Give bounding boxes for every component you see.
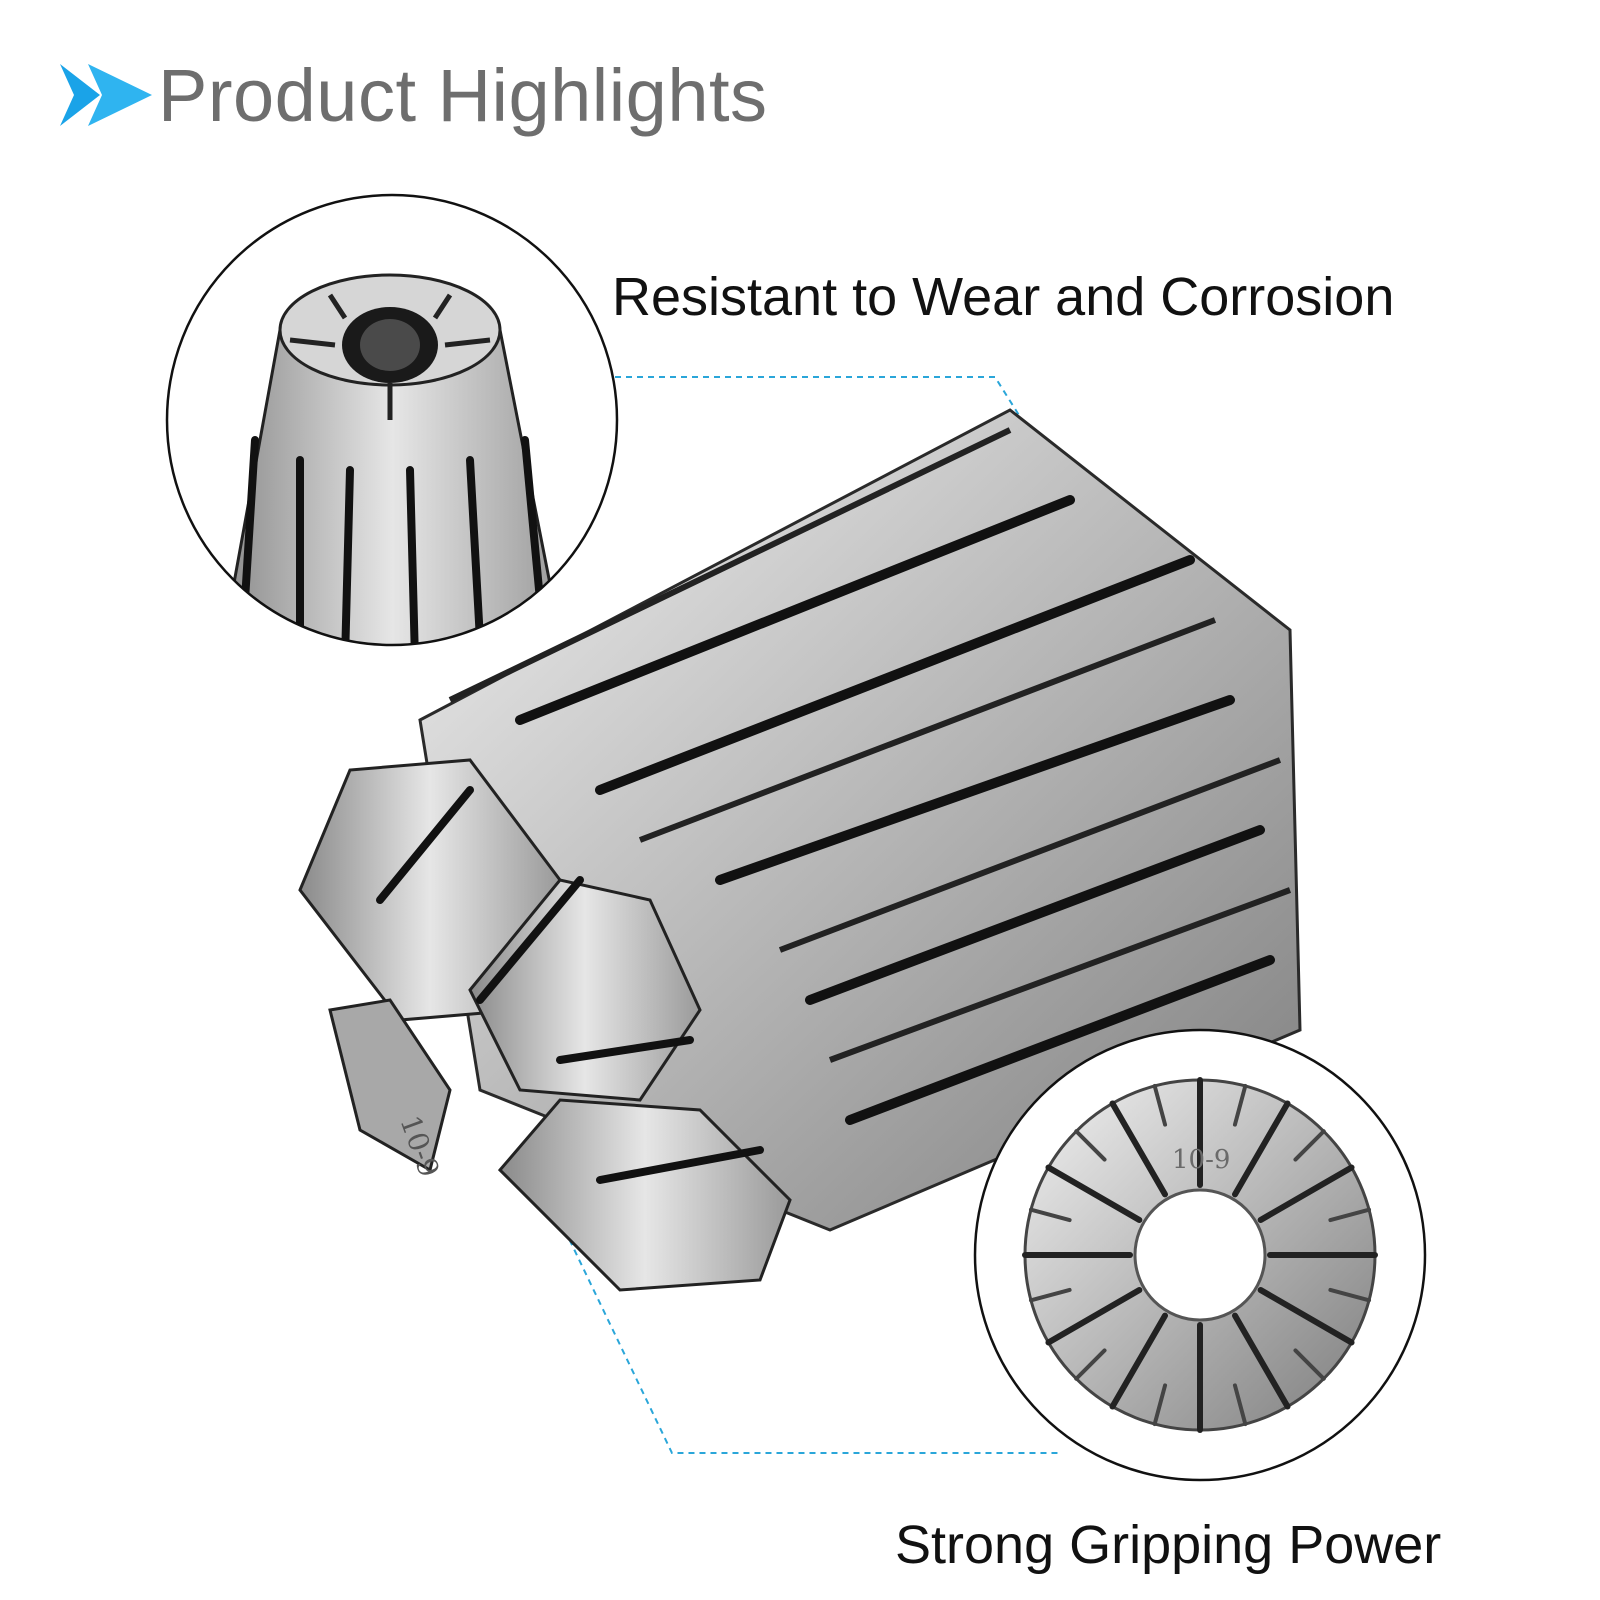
- callout-line-top: [615, 376, 1023, 421]
- detail-circle-bottom: 10-9: [973, 1028, 1427, 1482]
- collet-marking-detail: 10-9: [1172, 1145, 1230, 1175]
- feature-label-gripping-power: Strong Gripping Power: [895, 1515, 1442, 1575]
- callout-line-bottom: [559, 1219, 1060, 1454]
- collet-main-image: 10-9: [298, 408, 1302, 1292]
- double-chevron-right-icon: [60, 64, 152, 126]
- detail-circle-top: [165, 193, 619, 647]
- section-header: Product Highlights: [60, 50, 768, 140]
- feature-label-wear-corrosion: Resistant to Wear and Corrosion: [612, 267, 1395, 327]
- page-title: Product Highlights: [158, 53, 768, 137]
